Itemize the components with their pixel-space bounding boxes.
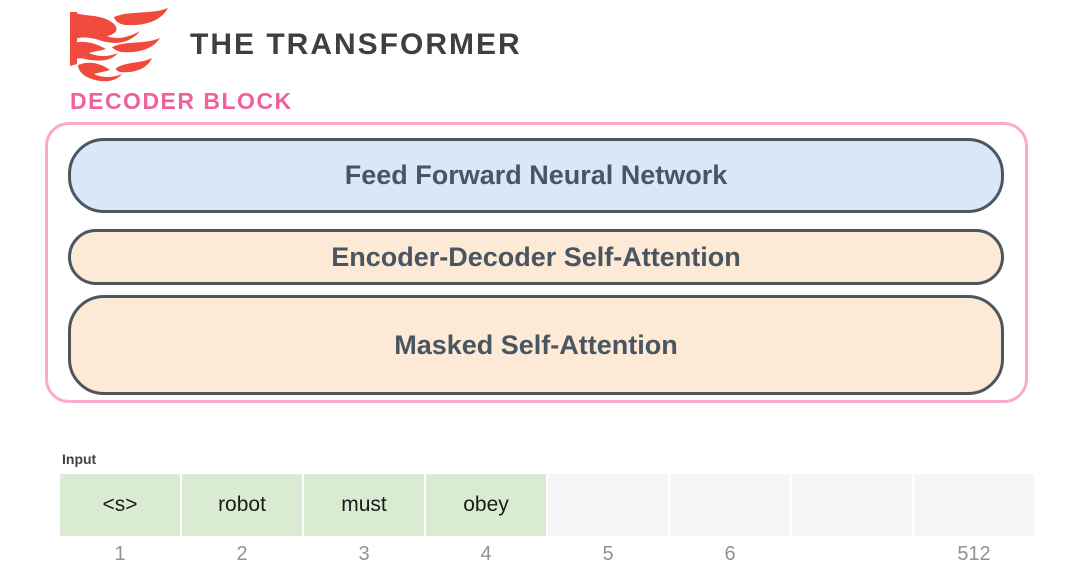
layer-masked-self-attention: Masked Self-Attention	[68, 295, 1004, 395]
input-label: Input	[62, 451, 97, 467]
token-cell-obey: obey	[426, 474, 546, 536]
position-number: 5	[602, 542, 614, 565]
layer-encoder-decoder-self-attention: Encoder-Decoder Self-Attention	[68, 229, 1004, 285]
flame-logo-icon	[62, 5, 174, 87]
layer-label: Encoder-Decoder Self-Attention	[331, 241, 741, 272]
token-cell-robot: robot	[182, 474, 302, 536]
layer-label: Masked Self-Attention	[394, 329, 678, 360]
page-title: THE TRANSFORMER	[190, 28, 522, 61]
position-number: 6	[724, 542, 736, 565]
token-cell-empty	[792, 474, 912, 536]
token-cell-s: <s>	[60, 474, 180, 536]
position-number: 4	[480, 542, 492, 565]
position-number: 512	[957, 542, 991, 565]
token-cell-empty	[670, 474, 790, 536]
position-number	[792, 541, 912, 567]
position-number: 1	[114, 542, 126, 565]
token-cell-must: must	[304, 474, 424, 536]
position-number: 2	[236, 542, 248, 565]
token-cell-empty	[548, 474, 668, 536]
position-number: 3	[358, 542, 370, 565]
token-cell-empty	[914, 474, 1034, 536]
layer-feed-forward-neural-network: Feed Forward Neural Network	[68, 138, 1004, 213]
input-position-row: 1 2 3 4 5 6 512	[60, 541, 1034, 567]
layer-label: Feed Forward Neural Network	[344, 160, 728, 190]
decoder-block-heading: DECODER BLOCK	[70, 88, 293, 114]
